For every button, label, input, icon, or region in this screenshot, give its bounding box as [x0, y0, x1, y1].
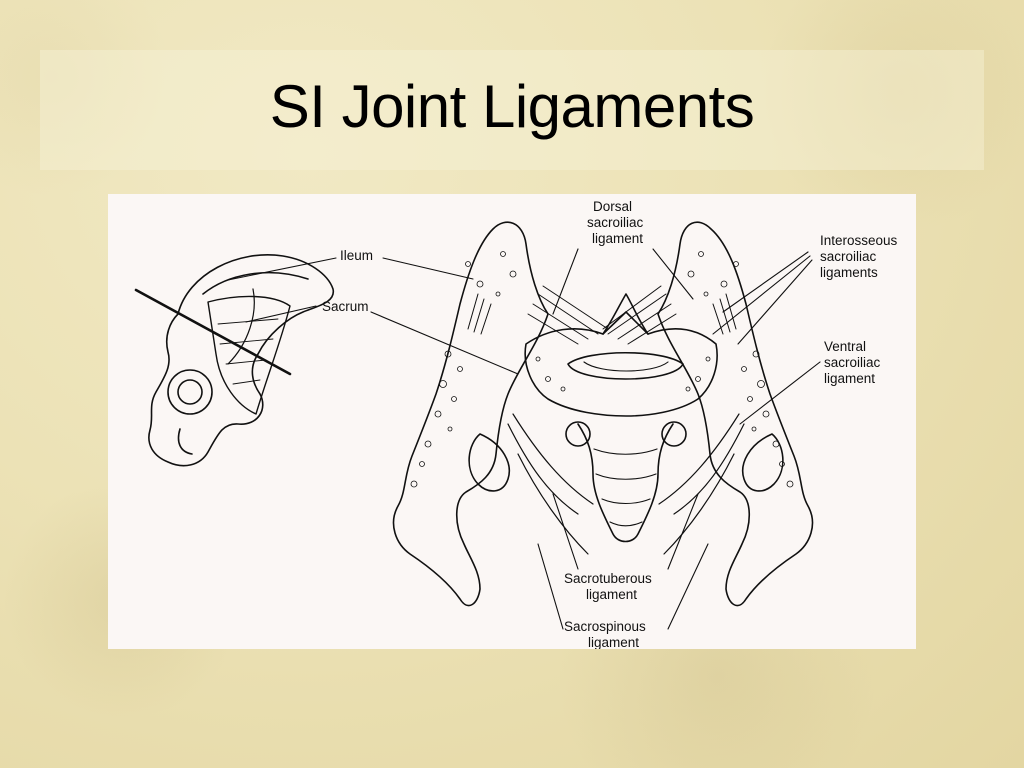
label-interosseous-1: Interosseous — [820, 233, 898, 248]
label-ventral-1: Ventral — [824, 339, 866, 354]
label-dorsal-3: ligament — [592, 231, 643, 246]
label-sacrotuberous-1: Sacrotuberous — [564, 571, 652, 586]
label-ventral-2: sacroiliac — [824, 355, 881, 370]
label-interosseous-3: ligaments — [820, 265, 878, 280]
label-sacrum: Sacrum — [322, 299, 369, 314]
cancellous-bone-texture — [410, 251, 794, 488]
label-sacrotuberous-2: ligament — [586, 587, 637, 602]
anatomy-drawing: Ileum Sacrum Dorsal sacroiliac ligament … — [134, 199, 898, 649]
leader-lines — [227, 248, 821, 630]
label-sacrospinous-2: ligament — [588, 635, 639, 649]
label-ileum: Ileum — [340, 248, 373, 263]
slide-title: SI Joint Ligaments — [269, 73, 755, 140]
label-sacrospinous-1: Sacrospinous — [564, 619, 646, 634]
si-joint-illustration: Ileum Sacrum Dorsal sacroiliac ligament … — [108, 194, 916, 649]
label-interosseous-2: sacroiliac — [820, 249, 877, 264]
hip-bone-lateral-view — [134, 254, 334, 467]
figure-labels: Ileum Sacrum Dorsal sacroiliac ligament … — [322, 199, 898, 649]
title-band — [40, 50, 984, 170]
label-dorsal-1: Dorsal — [593, 199, 632, 214]
label-dorsal-2: sacroiliac — [587, 215, 644, 230]
pelvis-coronal-section — [392, 221, 814, 607]
label-ventral-3: ligament — [824, 371, 875, 386]
